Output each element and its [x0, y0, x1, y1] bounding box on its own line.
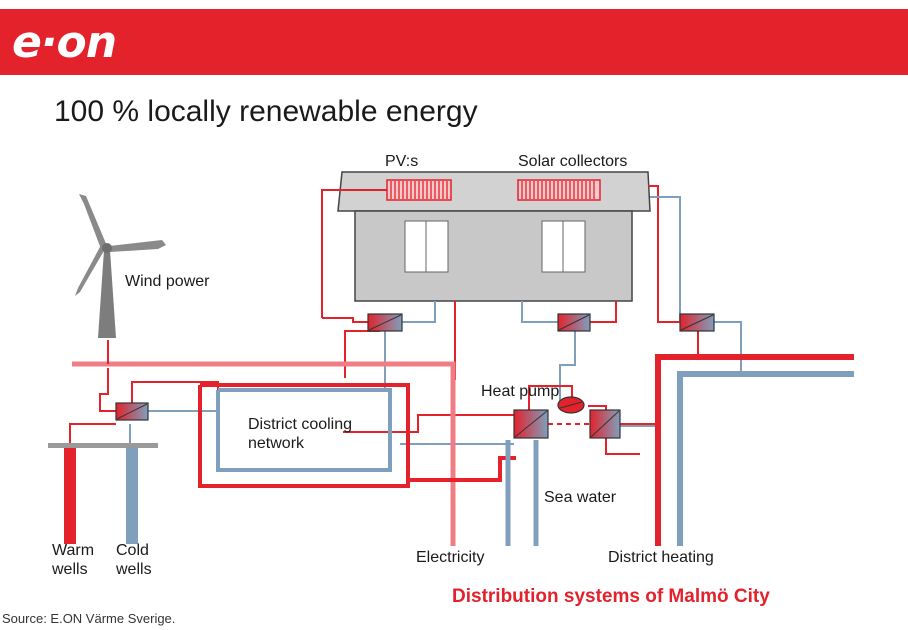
- warm-well: [64, 448, 76, 544]
- heat-pump-compressor-icon: [557, 396, 585, 414]
- label-cold-wells: Cold: [116, 542, 149, 559]
- diagram-caption: Distribution systems of Malmö City: [452, 586, 770, 607]
- heat-exchanger: [115, 402, 149, 421]
- label-electricity: Electricity: [416, 549, 484, 566]
- label-sea-water: Sea water: [544, 489, 617, 506]
- header-banner: e·on: [0, 9, 908, 75]
- label-district-cooling-network: network: [248, 435, 305, 452]
- eon-logo: e·on: [12, 17, 117, 68]
- heat-exchanger: [589, 409, 621, 439]
- pv-panel: [386, 179, 452, 201]
- building: [337, 171, 651, 302]
- label-pvs: PV:s: [385, 153, 418, 170]
- label-warm-wells: Warm: [52, 542, 94, 559]
- page-title: 100 % locally renewable energy: [54, 95, 478, 128]
- heat-exchanger: [679, 313, 715, 332]
- connector-lines: [69, 185, 742, 455]
- source-note: Source: E.ON Värme Sverige.: [2, 611, 176, 626]
- solar-collector-panel: [517, 179, 601, 201]
- label-warm-wells-2: wells: [51, 561, 88, 578]
- label-cold-wells-2: wells: [115, 561, 152, 578]
- cold-well: [126, 448, 138, 544]
- heat-exchanger: [557, 313, 591, 332]
- label-heat-pump: Heat pump: [481, 383, 559, 400]
- label-district-heating: District heating: [608, 549, 714, 566]
- heat-exchanger: [367, 313, 403, 332]
- label-district-cooling: District cooling: [248, 416, 352, 433]
- heat-exchanger: [513, 409, 549, 439]
- ground-line: [48, 443, 158, 448]
- pipes: [48, 340, 854, 546]
- label-solar-collectors: Solar collectors: [518, 153, 627, 170]
- label-wind-power: Wind power: [125, 273, 210, 290]
- wind-turbine-icon: [75, 194, 166, 338]
